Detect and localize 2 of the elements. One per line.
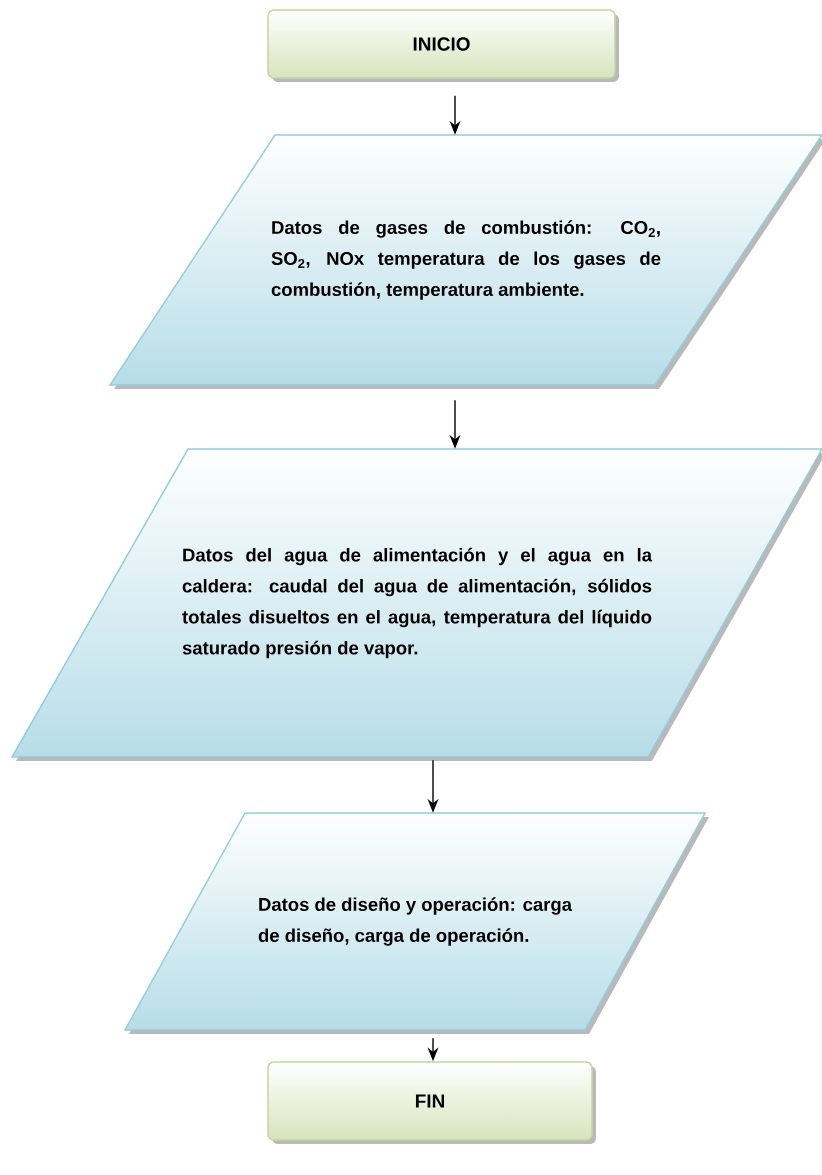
start-terminal: INICIO bbox=[267, 9, 619, 82]
end-terminal: FIN bbox=[267, 1061, 596, 1144]
